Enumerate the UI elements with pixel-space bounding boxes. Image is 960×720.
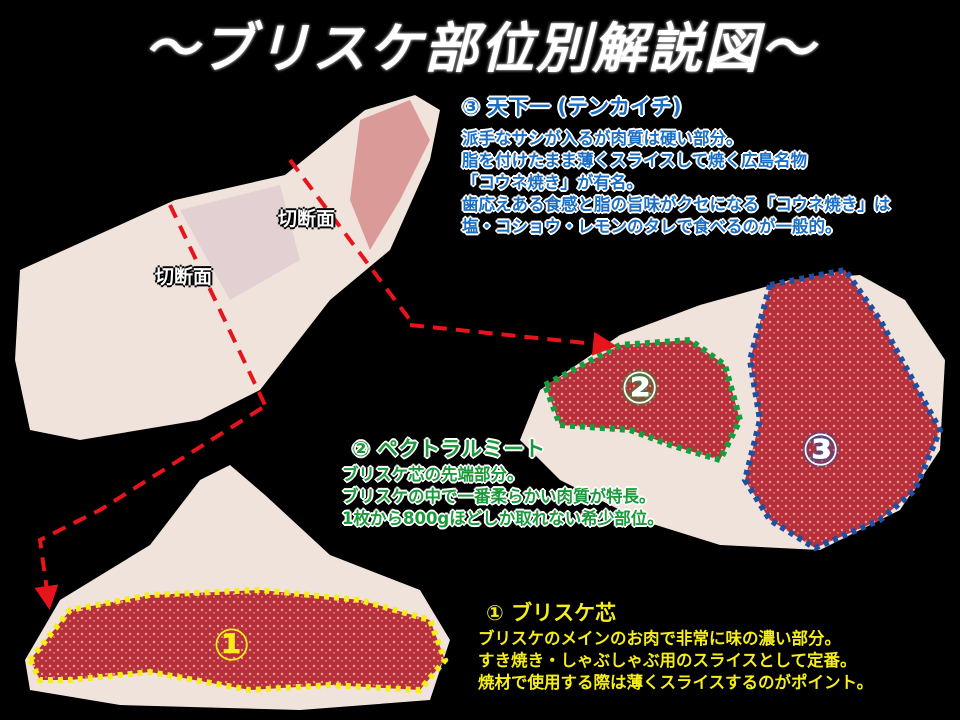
description-line: ブリスケ芯の先端部分。 (342, 465, 524, 484)
description-line: 派手なサシが入るが肉質は硬い部分。 (462, 129, 743, 148)
cut-surface-label: 切断面 (155, 266, 213, 288)
pectoral-description: ② ペクトラルミート ブリスケ芯の先端部分。 ブリスケの中で一番柔らかい肉質が特… (342, 434, 664, 530)
marker-1: ① (213, 620, 251, 671)
cross-section-2-3 (520, 266, 945, 552)
marker-2: ② (621, 363, 659, 414)
description-line: 脂を付けたまま薄くスライスして焼く広島名物 (462, 151, 808, 170)
description-line: 1枚から800gほどしか取れない希少部位。 (342, 509, 664, 528)
description-line: 歯応えある食感と脂の旨味がクセになる「コウネ焼き」は (462, 195, 891, 214)
description-line: 「コウネ焼き」が有名。 (462, 173, 643, 192)
description-line: ブリスケのメインのお肉で非常に味の濃い部分。 (478, 629, 841, 648)
marker-3: ③ (802, 425, 840, 476)
description-line: すき焼き・しゃぶしゃぶ用のスライスとして定番。 (478, 651, 857, 670)
page-title: 〜ブリスケ部位別解説図〜 (144, 17, 816, 80)
tenkaichi-description: ③ 天下一 (テンカイチ) 派手なサシが入るが肉質は硬い部分。 脂を付けたまま薄… (462, 92, 890, 238)
cut-surface-label: 切断面 (278, 208, 336, 230)
pectoral-heading: ② ペクトラルミート (352, 437, 546, 461)
whole-brisket (15, 95, 440, 440)
tenkaichi-heading: ③ 天下一 (テンカイチ) (462, 95, 682, 119)
cut-lines (34, 158, 617, 610)
brisket-core-slab (25, 465, 450, 710)
description-line: ブリスケの中で一番柔らかい肉質が特長。 (342, 487, 656, 506)
brisket-core-description: ① ブリスケ芯 ブリスケのメインのお肉で非常に味の濃い部分。 すき焼き・しゃぶし… (478, 598, 873, 694)
brisket-core-heading: ① ブリスケ芯 (486, 601, 617, 625)
description-line: 焼材で使用する際は薄くスライスするのがポイント。 (478, 673, 874, 692)
description-line: 塩・コショウ・レモンのタレで食べるのが一般的。 (462, 217, 842, 236)
